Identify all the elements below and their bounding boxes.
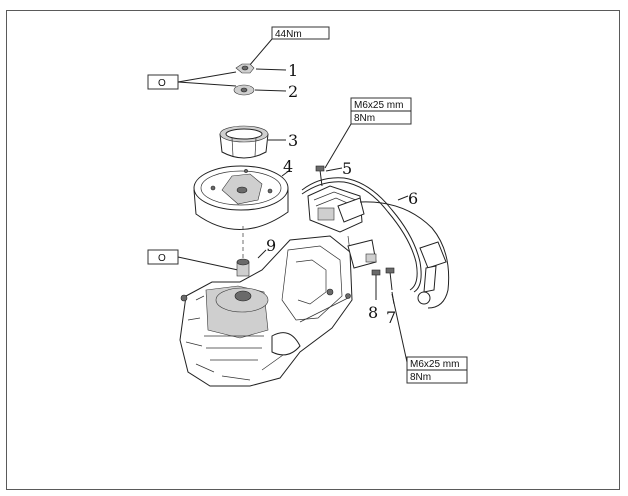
callout-3: 3 xyxy=(288,131,298,150)
crankshaft xyxy=(236,226,250,277)
callout-4: 4 xyxy=(283,157,293,176)
tool-mark-top: O xyxy=(147,71,237,90)
callout-2: 2 xyxy=(288,82,298,101)
ignition-coil xyxy=(301,177,450,309)
tool-mark-top-label: O xyxy=(158,78,166,89)
callout-6: 6 xyxy=(408,189,418,208)
spec-lower-right-torque: 8Nm xyxy=(410,372,431,383)
callout-5: 5 xyxy=(342,159,352,178)
spec-box-top: 44Nm xyxy=(248,26,330,67)
spec-top-torque: 44Nm xyxy=(275,29,302,40)
callout-1: 1 xyxy=(288,61,298,80)
tool-mark-middle-label: O xyxy=(158,253,166,264)
engine-block xyxy=(179,235,377,387)
starter-cup xyxy=(219,125,286,159)
bolt-coil xyxy=(315,165,343,187)
callout-8: 8 xyxy=(368,303,378,322)
flywheel-washer xyxy=(233,84,287,96)
callout-7: 7 xyxy=(386,308,396,327)
tool-mark-middle: O xyxy=(147,249,239,271)
spec-box-upper-right: M6x25 mm 8Nm xyxy=(324,97,412,169)
flywheel xyxy=(193,165,291,230)
spec-lower-right-bolt: M6x25 mm xyxy=(410,359,459,370)
screw-8 xyxy=(371,269,381,300)
spec-box-lower-right: M6x25 mm 8Nm xyxy=(391,293,468,384)
callout-9: 9 xyxy=(266,236,276,255)
flywheel-nut xyxy=(235,63,287,74)
spec-upper-right-torque: 8Nm xyxy=(354,113,375,124)
spec-upper-right-bolt: M6x25 mm xyxy=(354,100,403,111)
